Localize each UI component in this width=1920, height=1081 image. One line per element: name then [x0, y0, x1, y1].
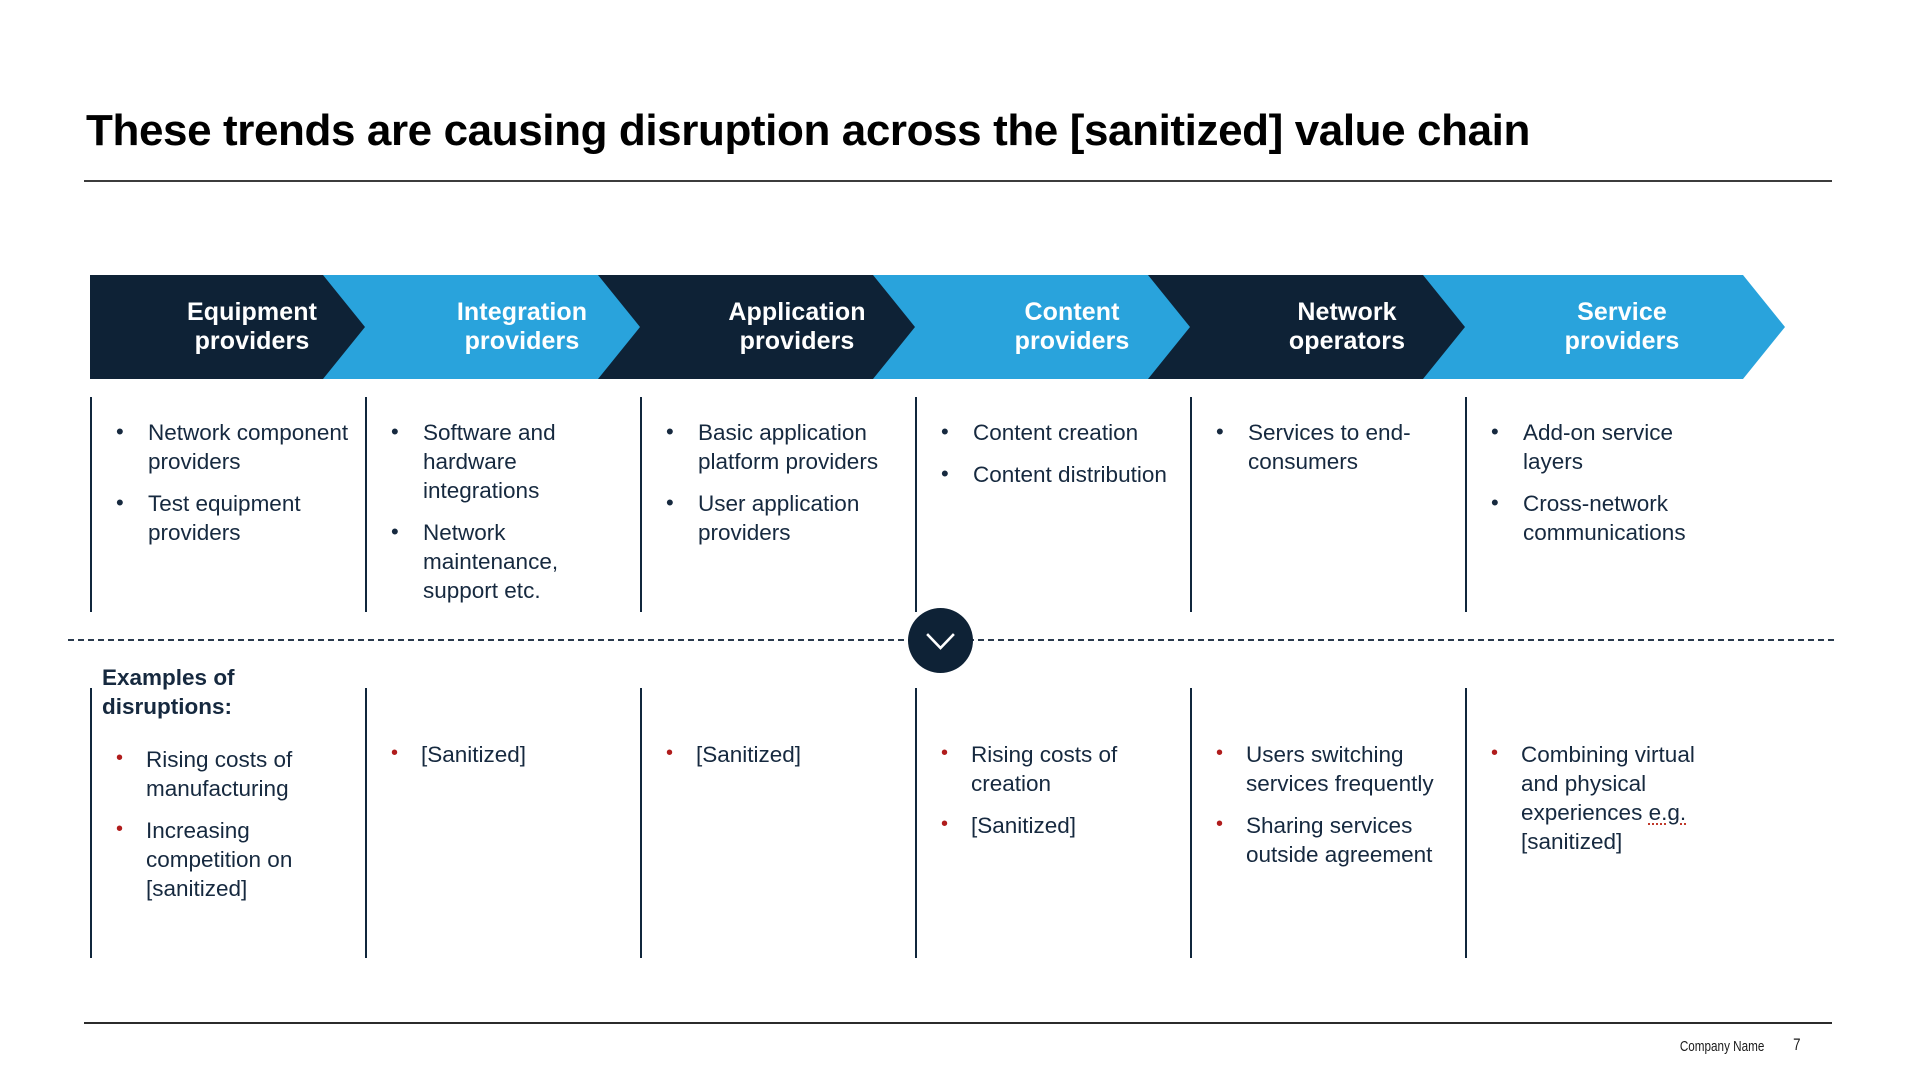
list-item: Network component providers — [90, 417, 352, 476]
disruptions-column-content-providers: Rising costs of creation [Sanitized] — [927, 739, 1177, 853]
lower-divider-6 — [1465, 688, 1467, 958]
players-column-network-operators: Services to end-consumers — [1190, 417, 1452, 489]
spellcheck-underlined-text: e.g. — [1648, 800, 1687, 825]
footer-divider-rule — [84, 1022, 1832, 1024]
chevron-label-line2: providers — [739, 327, 855, 355]
list-item: [Sanitized] — [652, 739, 902, 769]
list-item: [Sanitized] — [377, 739, 627, 769]
list-item: Users switching services frequently — [1202, 739, 1452, 798]
page-title: These trends are causing disruption acro… — [86, 106, 1530, 155]
upper-divider-4 — [915, 397, 917, 612]
chevron-label-line1: Network — [1297, 297, 1397, 326]
list-item: User application providers — [640, 488, 902, 547]
disruptions-column-service-providers: Combining virtual and physical experienc… — [1477, 739, 1727, 869]
chevron-label-line2: providers — [1564, 327, 1680, 355]
players-column-integration-providers: Software and hardware integrationsNetwor… — [365, 417, 627, 618]
players-column-content-providers: Content creationContent distribution — [915, 417, 1177, 502]
lower-divider-2 — [365, 688, 367, 958]
players-column-application-providers: Basic application platform providersUser… — [640, 417, 902, 560]
list-item: Services to end-consumers — [1190, 417, 1452, 476]
disruptions-column-integration-providers: [Sanitized] — [377, 739, 627, 782]
list-item: Content creation — [915, 417, 1177, 447]
list-item: Increasing competition on [sanitized] — [102, 815, 352, 903]
list-item: Network maintenance, support etc. — [365, 517, 627, 605]
list-item: Sharing services outside agreement — [1202, 810, 1452, 869]
chevron-label-line1: Equipment — [186, 297, 318, 326]
list-item: Test equipment providers — [90, 488, 352, 547]
chevron-label-line2: providers — [1014, 327, 1130, 355]
chevron-down-icon — [908, 608, 973, 673]
chevron-label-line2: operators — [1288, 327, 1406, 355]
chevron-label-line1: Integration — [456, 297, 588, 326]
disruptions-column-equipment-providers: Rising costs of manufacturingIncreasing … — [102, 744, 352, 916]
upper-divider-5 — [1190, 397, 1192, 612]
list-item: Rising costs of manufacturing — [102, 744, 352, 803]
list-item: Cross-network communications — [1465, 488, 1727, 547]
list-item: Basic application platform providers — [640, 417, 902, 476]
lower-divider-3 — [640, 688, 642, 958]
lower-divider-4 — [915, 688, 917, 958]
list-item: [Sanitized] — [927, 810, 1177, 840]
disruptions-column-application-providers: [Sanitized] — [652, 739, 902, 782]
examples-of-disruptions-heading: Examples of disruptions: — [102, 665, 235, 719]
chevron-label-line2: providers — [464, 327, 580, 355]
players-column-equipment-providers: Network component providersTest equipmen… — [90, 417, 352, 560]
chevron-label-line1: Application — [728, 297, 866, 326]
players-column-service-providers: Add-on service layersCross-network commu… — [1465, 417, 1727, 560]
chevron-label-line2: providers — [194, 327, 310, 355]
title-divider-rule — [84, 180, 1832, 182]
chevron-label-line1: Service — [1577, 297, 1667, 326]
list-item: Software and hardware integrations — [365, 417, 627, 505]
footer-page-number: 7 — [1792, 1035, 1800, 1054]
footer-company-name: Company Name — [1679, 1038, 1764, 1055]
lower-divider-1 — [90, 688, 92, 958]
list-item: Content distribution — [915, 459, 1177, 489]
list-item: Combining virtual and physical experienc… — [1477, 739, 1727, 856]
chevron-label-line1: Content — [1024, 297, 1120, 326]
lower-divider-5 — [1190, 688, 1192, 958]
disruptions-column-network-operators: Users switching services frequentlyShari… — [1202, 739, 1452, 882]
list-item: Add-on service layers — [1465, 417, 1727, 476]
list-item: Rising costs of creation — [927, 739, 1177, 798]
